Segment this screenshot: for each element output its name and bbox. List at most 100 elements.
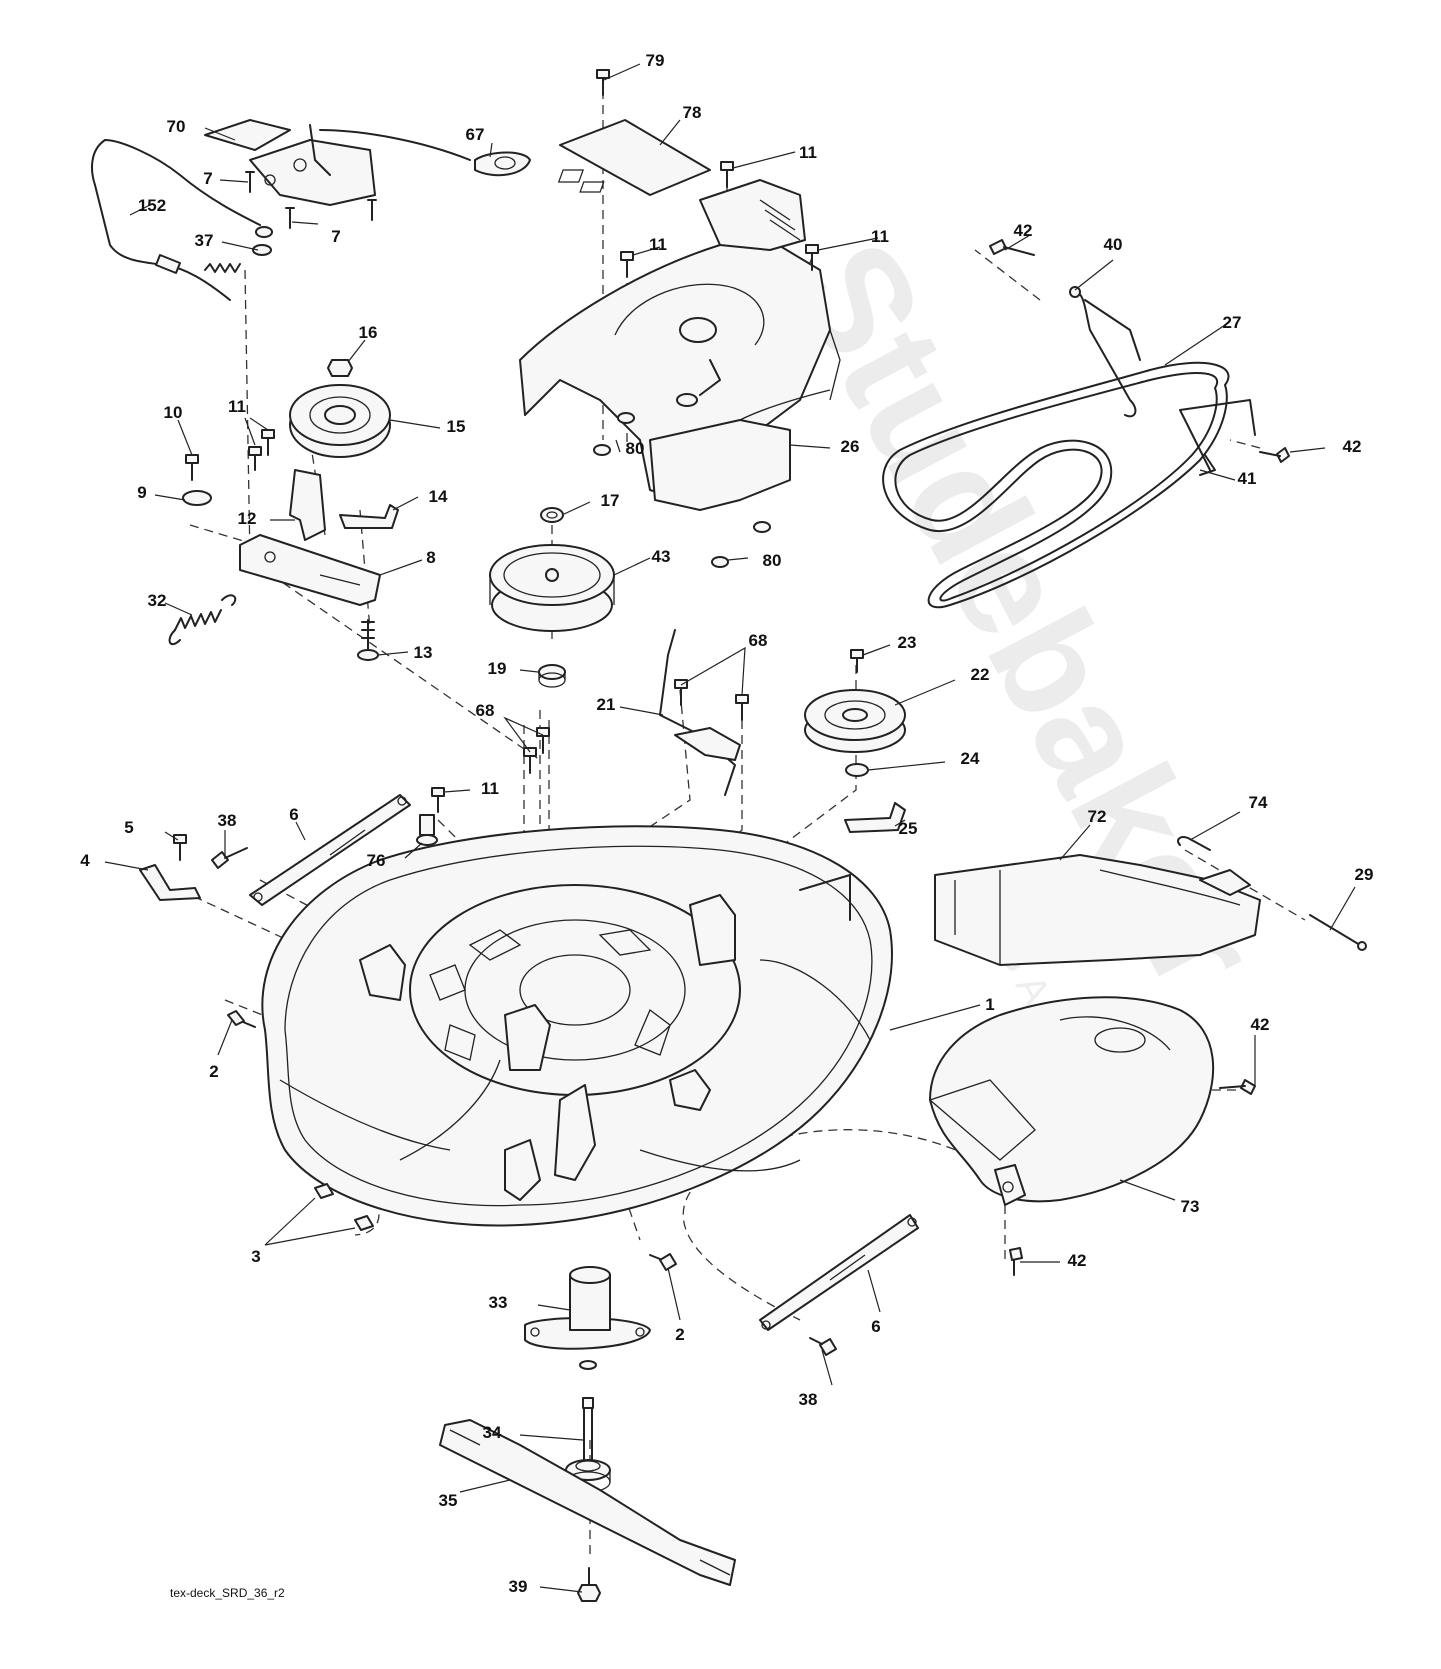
callout-76: 76 bbox=[367, 851, 386, 870]
control-bracket-70 bbox=[204, 119, 531, 206]
callout-22: 22 bbox=[971, 665, 990, 684]
callout-79: 79 bbox=[646, 51, 665, 70]
belt-keepers-40-41 bbox=[1069, 286, 1256, 476]
bar-6-top bbox=[249, 794, 411, 906]
arm-plate-8 bbox=[239, 469, 399, 606]
callout-6: 6 bbox=[289, 805, 298, 824]
nut-17 bbox=[540, 507, 564, 523]
spindle-housing-33 bbox=[524, 1266, 651, 1370]
callout-41: 41 bbox=[1238, 469, 1257, 488]
callout-11: 11 bbox=[799, 143, 817, 162]
cable-152 bbox=[91, 139, 261, 301]
fitting-76 bbox=[416, 787, 445, 875]
callout-74: 74 bbox=[1249, 793, 1268, 812]
callout-40: 40 bbox=[1104, 235, 1123, 254]
callout-3: 3 bbox=[251, 1247, 260, 1266]
idler-pulley-22 bbox=[804, 649, 906, 833]
pulley-43 bbox=[489, 544, 615, 632]
blade-35 bbox=[439, 1419, 736, 1586]
small-bolts-7 bbox=[245, 171, 377, 256]
callout-42: 42 bbox=[1343, 437, 1362, 456]
callout-16: 16 bbox=[359, 323, 378, 342]
bracket-4 bbox=[139, 834, 201, 901]
callout-39: 39 bbox=[509, 1577, 528, 1596]
bolts-11-top bbox=[620, 161, 819, 278]
bolts-42 bbox=[989, 239, 1290, 1276]
bolts-10-11-left bbox=[182, 429, 275, 506]
pin-29 bbox=[1309, 914, 1367, 951]
callout-15: 15 bbox=[447, 417, 466, 436]
fasteners-2-3 bbox=[227, 1010, 677, 1271]
callout-33: 33 bbox=[489, 1293, 508, 1312]
bolt-38-top bbox=[211, 847, 248, 869]
callout-73: 73 bbox=[1181, 1197, 1200, 1216]
callout-21: 21 bbox=[597, 695, 616, 714]
spacer-19 bbox=[538, 664, 566, 688]
callout-29: 29 bbox=[1355, 865, 1374, 884]
callout-8: 8 bbox=[426, 548, 435, 567]
clip-74 bbox=[1177, 836, 1211, 851]
callout-38: 38 bbox=[799, 1390, 818, 1409]
callout-10: 10 bbox=[164, 403, 183, 422]
callout-11: 11 bbox=[228, 397, 246, 416]
callout-2: 2 bbox=[675, 1325, 684, 1344]
callout-68: 68 bbox=[749, 631, 768, 650]
callout-67: 67 bbox=[466, 125, 485, 144]
drive-belt-27 bbox=[882, 361, 1230, 609]
callout-26: 26 bbox=[841, 437, 860, 456]
callout-70: 70 bbox=[167, 117, 186, 136]
nuts-80 bbox=[593, 412, 771, 568]
callout-2: 2 bbox=[209, 1062, 218, 1081]
drawing-code: tex-deck_SRD_36_r2 bbox=[170, 1586, 285, 1600]
callout-68: 68 bbox=[476, 701, 495, 720]
callout-11: 11 bbox=[481, 779, 499, 798]
callout-4: 4 bbox=[80, 851, 90, 870]
callout-1: 1 bbox=[985, 995, 994, 1014]
cover-plate-78 bbox=[557, 119, 711, 196]
mower-deck-1 bbox=[261, 825, 893, 1227]
bolts-68-center bbox=[523, 727, 550, 774]
callout-42: 42 bbox=[1014, 221, 1033, 240]
discharge-chute-72 bbox=[934, 854, 1261, 966]
callout-14: 14 bbox=[429, 487, 448, 506]
callout-13: 13 bbox=[414, 643, 433, 662]
spring-32 bbox=[168, 594, 237, 646]
callout-152: 152 bbox=[138, 196, 166, 215]
bar-6-bottom bbox=[759, 1214, 919, 1331]
callout-7: 7 bbox=[331, 227, 340, 246]
callout-37: 37 bbox=[195, 231, 214, 250]
callout-12: 12 bbox=[238, 509, 257, 528]
callout-24: 24 bbox=[961, 749, 980, 768]
leader-lines bbox=[104, 63, 1356, 1593]
callout-35: 35 bbox=[439, 1491, 458, 1510]
callout-23: 23 bbox=[898, 633, 917, 652]
callout-78: 78 bbox=[683, 103, 702, 122]
callout-9: 9 bbox=[137, 483, 146, 502]
callout-72: 72 bbox=[1088, 807, 1107, 826]
callout-43: 43 bbox=[652, 547, 671, 566]
callout-17: 17 bbox=[601, 491, 620, 510]
callout-11: 11 bbox=[871, 227, 889, 246]
idler-pulley-15 bbox=[289, 384, 391, 458]
callout-42: 42 bbox=[1251, 1015, 1270, 1034]
callout-34: 34 bbox=[483, 1423, 502, 1442]
callout-32: 32 bbox=[148, 591, 167, 610]
callout-80: 80 bbox=[626, 439, 645, 458]
nut-16 bbox=[327, 359, 353, 377]
callout-6: 6 bbox=[871, 1317, 880, 1336]
callout-27: 27 bbox=[1223, 313, 1242, 332]
discharge-chute-73 bbox=[928, 996, 1215, 1206]
bolt-13 bbox=[357, 619, 379, 661]
bolt-39 bbox=[577, 1567, 601, 1602]
belt-cover-26 bbox=[519, 179, 841, 511]
parts bbox=[91, 69, 1367, 1602]
callout-11: 11 bbox=[649, 235, 667, 254]
bolt-38-bottom bbox=[809, 1337, 837, 1356]
callout-7: 7 bbox=[203, 169, 212, 188]
callout-38: 38 bbox=[218, 811, 237, 830]
callout-80: 80 bbox=[763, 551, 782, 570]
callout-5: 5 bbox=[124, 818, 133, 837]
